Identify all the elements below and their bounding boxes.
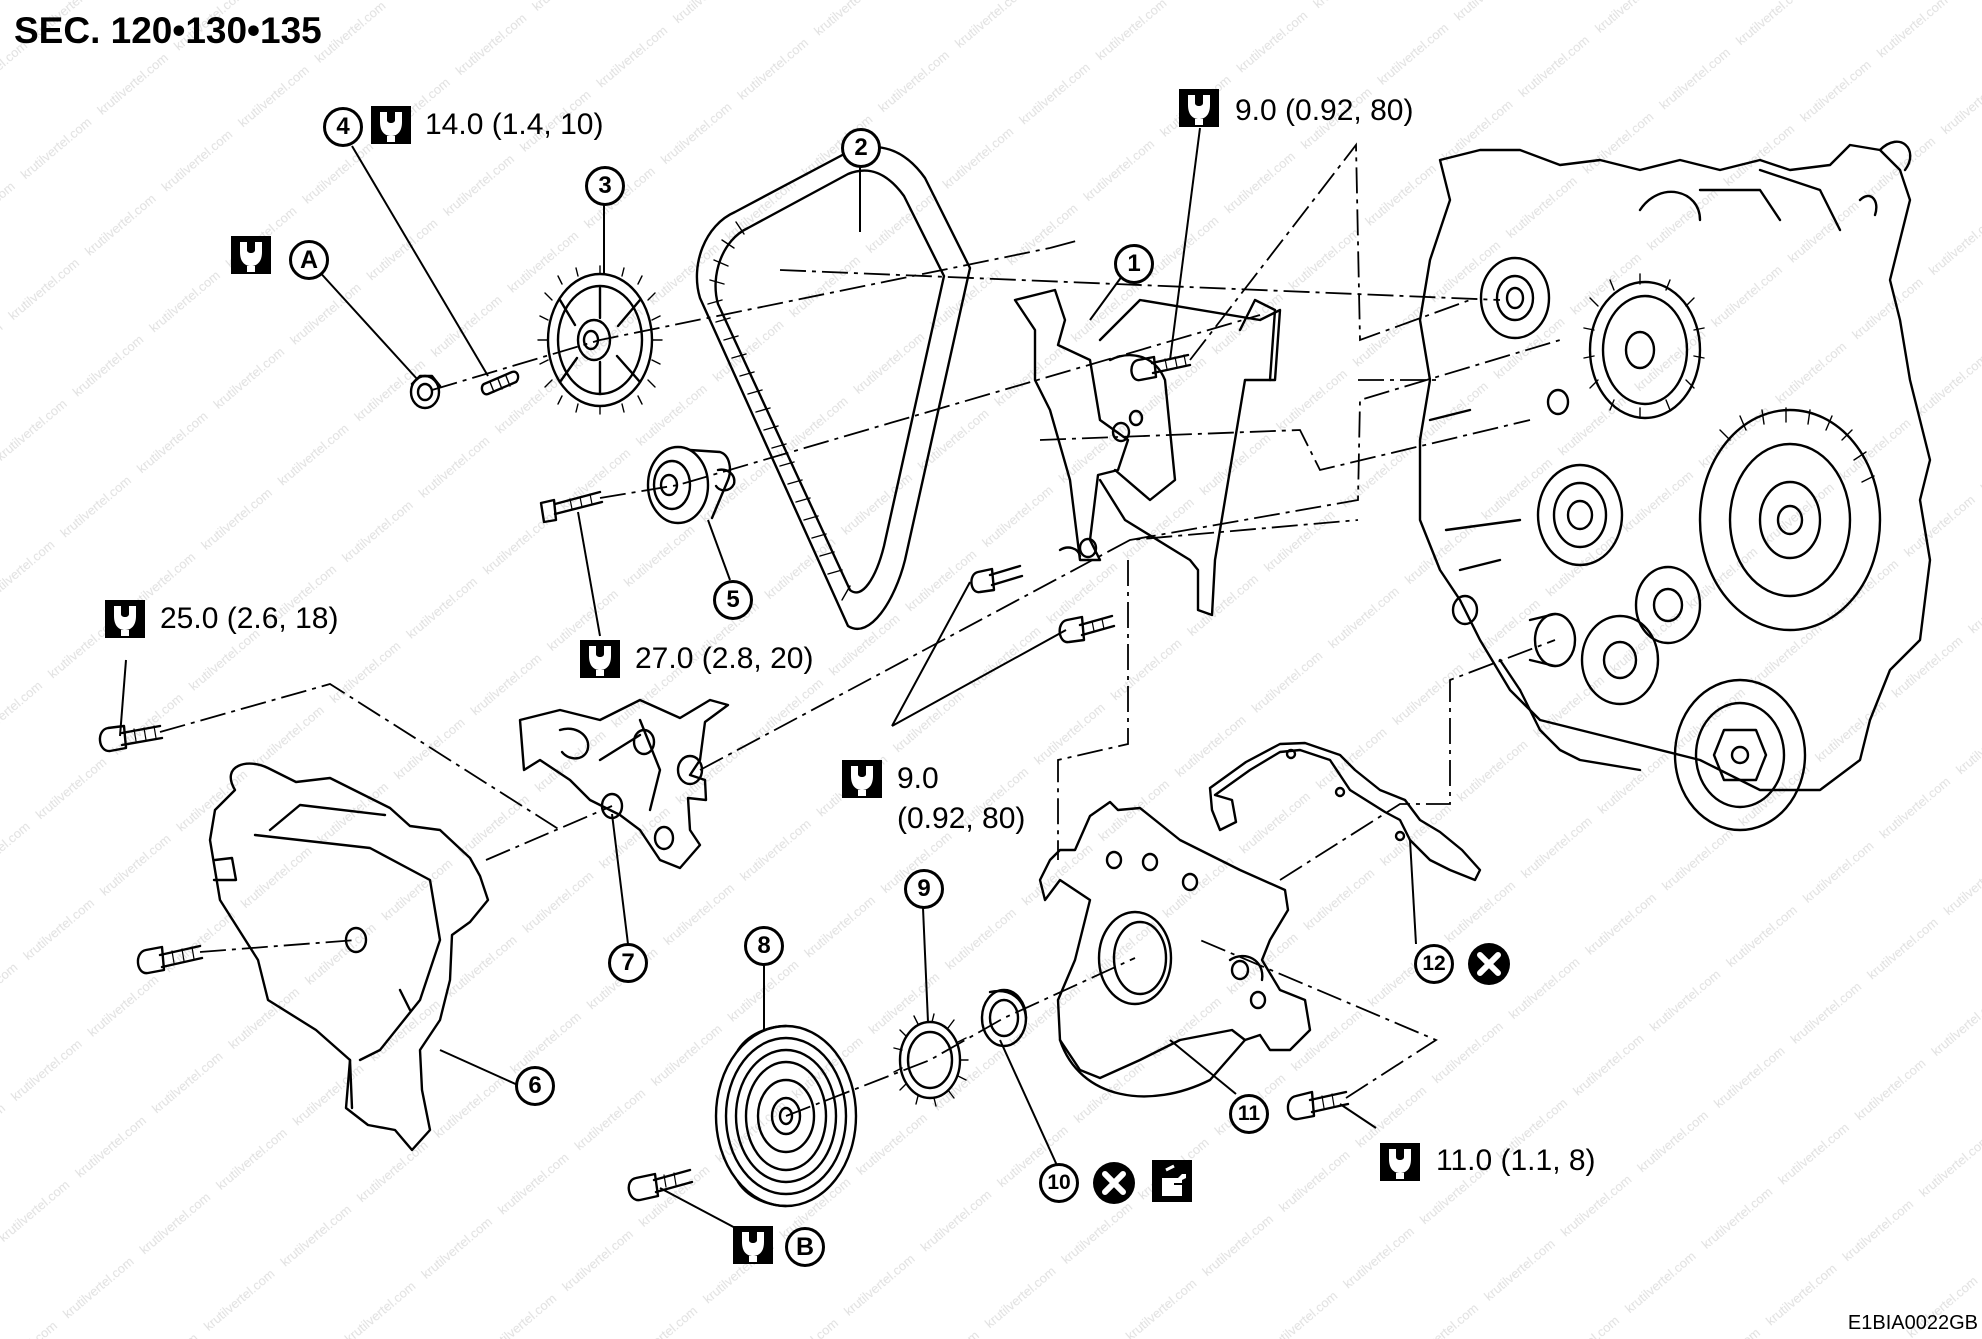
crankshaft-pulley bbox=[714, 1024, 858, 1208]
torque-label-mid-units: (0.92, 80) bbox=[897, 802, 1026, 835]
torque-label-cover-top: 9.0 (0.92, 80) bbox=[1235, 94, 1414, 127]
leader-torque-top bbox=[1169, 127, 1201, 361]
front-oil-seal bbox=[980, 988, 1028, 1048]
callout-3: 3 bbox=[585, 166, 625, 206]
leader-torque-left bbox=[119, 659, 127, 737]
align-line-cam bbox=[431, 247, 1051, 391]
do-not-reuse-icon bbox=[1093, 1162, 1135, 1204]
torque-wrench-icon bbox=[733, 1226, 773, 1264]
align-line-cover-to-bracket bbox=[485, 805, 613, 861]
key-pin bbox=[480, 370, 520, 396]
align-line-mid bbox=[1039, 419, 1531, 472]
callout-10: 10 bbox=[1039, 1163, 1079, 1203]
leader-7 bbox=[611, 813, 629, 945]
callout-8: 8 bbox=[744, 926, 784, 966]
torque-wrench-icon bbox=[1380, 1143, 1420, 1181]
cover-bolt-mid-2 bbox=[1058, 614, 1116, 644]
callout-11: 11 bbox=[1229, 1094, 1269, 1134]
callout-2: 2 bbox=[841, 128, 881, 168]
torque-label-tensioner: 27.0 (2.8, 20) bbox=[635, 642, 814, 675]
do-not-reuse-icon bbox=[1468, 943, 1510, 985]
leader-torque-tensioner bbox=[577, 511, 601, 637]
leader-torque-right bbox=[1339, 1103, 1377, 1129]
leader-5 bbox=[707, 519, 731, 581]
torque-label-item4: 14.0 (1.4, 10) bbox=[425, 108, 604, 141]
torque-label-mid-value: 9.0 bbox=[897, 762, 939, 795]
align-line-left-bolt bbox=[159, 683, 561, 831]
align-line-belt-top bbox=[779, 269, 1501, 301]
camshaft-nut bbox=[409, 374, 442, 410]
leader-A bbox=[315, 267, 419, 381]
align-line-bolt-right bbox=[1199, 939, 1438, 1099]
leader-6 bbox=[439, 1049, 521, 1087]
diagram-id: E1BIA0022GB bbox=[1847, 1312, 1978, 1334]
leader-4 bbox=[351, 145, 489, 377]
cover-bolt-mid-1 bbox=[970, 564, 1024, 594]
callout-9: 9 bbox=[904, 869, 944, 909]
align-line-crank bbox=[785, 957, 1136, 1117]
leader-11 bbox=[1169, 1039, 1237, 1095]
leader-9 bbox=[922, 907, 929, 1023]
crank-pulley-bolt bbox=[627, 1168, 694, 1202]
callout-4: 4 bbox=[323, 107, 363, 147]
tensioner-pulley bbox=[646, 445, 736, 525]
section-title: SEC. 120•130•135 bbox=[14, 10, 322, 51]
timing-belt bbox=[695, 145, 972, 630]
bracket-bolt bbox=[98, 724, 164, 753]
align-line-cover-lower bbox=[1057, 560, 1129, 860]
front-timing-cover bbox=[208, 762, 490, 1152]
leader-1 bbox=[1089, 271, 1126, 321]
front-cover-gasket bbox=[1208, 741, 1482, 882]
align-line-bracket-top bbox=[1129, 339, 1561, 541]
callout-1: 1 bbox=[1114, 244, 1154, 284]
leader-torque-mid bbox=[891, 581, 1067, 727]
torque-wrench-icon bbox=[1179, 89, 1219, 127]
callout-B: B bbox=[785, 1227, 825, 1267]
front-cover-oil-pump bbox=[1038, 800, 1312, 1098]
align-line-tensioner bbox=[599, 314, 1261, 499]
apply-oil-icon bbox=[1152, 1160, 1192, 1202]
crankshaft-sprocket bbox=[893, 1013, 969, 1107]
engine-assembly bbox=[1418, 140, 1932, 832]
callout-A: A bbox=[289, 240, 329, 280]
leader-10 bbox=[999, 1039, 1061, 1173]
torque-wrench-icon bbox=[580, 640, 620, 678]
tensioner-bolt bbox=[539, 490, 604, 524]
torque-label-front-cover: 11.0 (1.1, 8) bbox=[1436, 1144, 1596, 1177]
callout-7: 7 bbox=[608, 943, 648, 983]
align-line-cover-top bbox=[1189, 142, 1471, 361]
torque-wrench-icon bbox=[231, 236, 271, 274]
callout-12: 12 bbox=[1414, 944, 1454, 984]
camshaft-sprocket bbox=[537, 265, 663, 415]
front-cover-bolt bbox=[136, 944, 204, 975]
engine-mount-bracket bbox=[518, 698, 730, 870]
torque-wrench-icon bbox=[371, 106, 411, 144]
align-line-pump bbox=[1279, 639, 1556, 881]
align-line-cover-bolt bbox=[199, 939, 357, 953]
callout-5: 5 bbox=[713, 580, 753, 620]
leader-12 bbox=[1409, 839, 1417, 945]
callout-6: 6 bbox=[515, 1066, 555, 1106]
torque-wrench-icon bbox=[105, 600, 145, 638]
torque-label-bracket-bolt: 25.0 (2.6, 18) bbox=[160, 602, 339, 635]
align-line-cam-2 bbox=[1049, 239, 1081, 249]
torque-wrench-icon bbox=[842, 760, 882, 798]
